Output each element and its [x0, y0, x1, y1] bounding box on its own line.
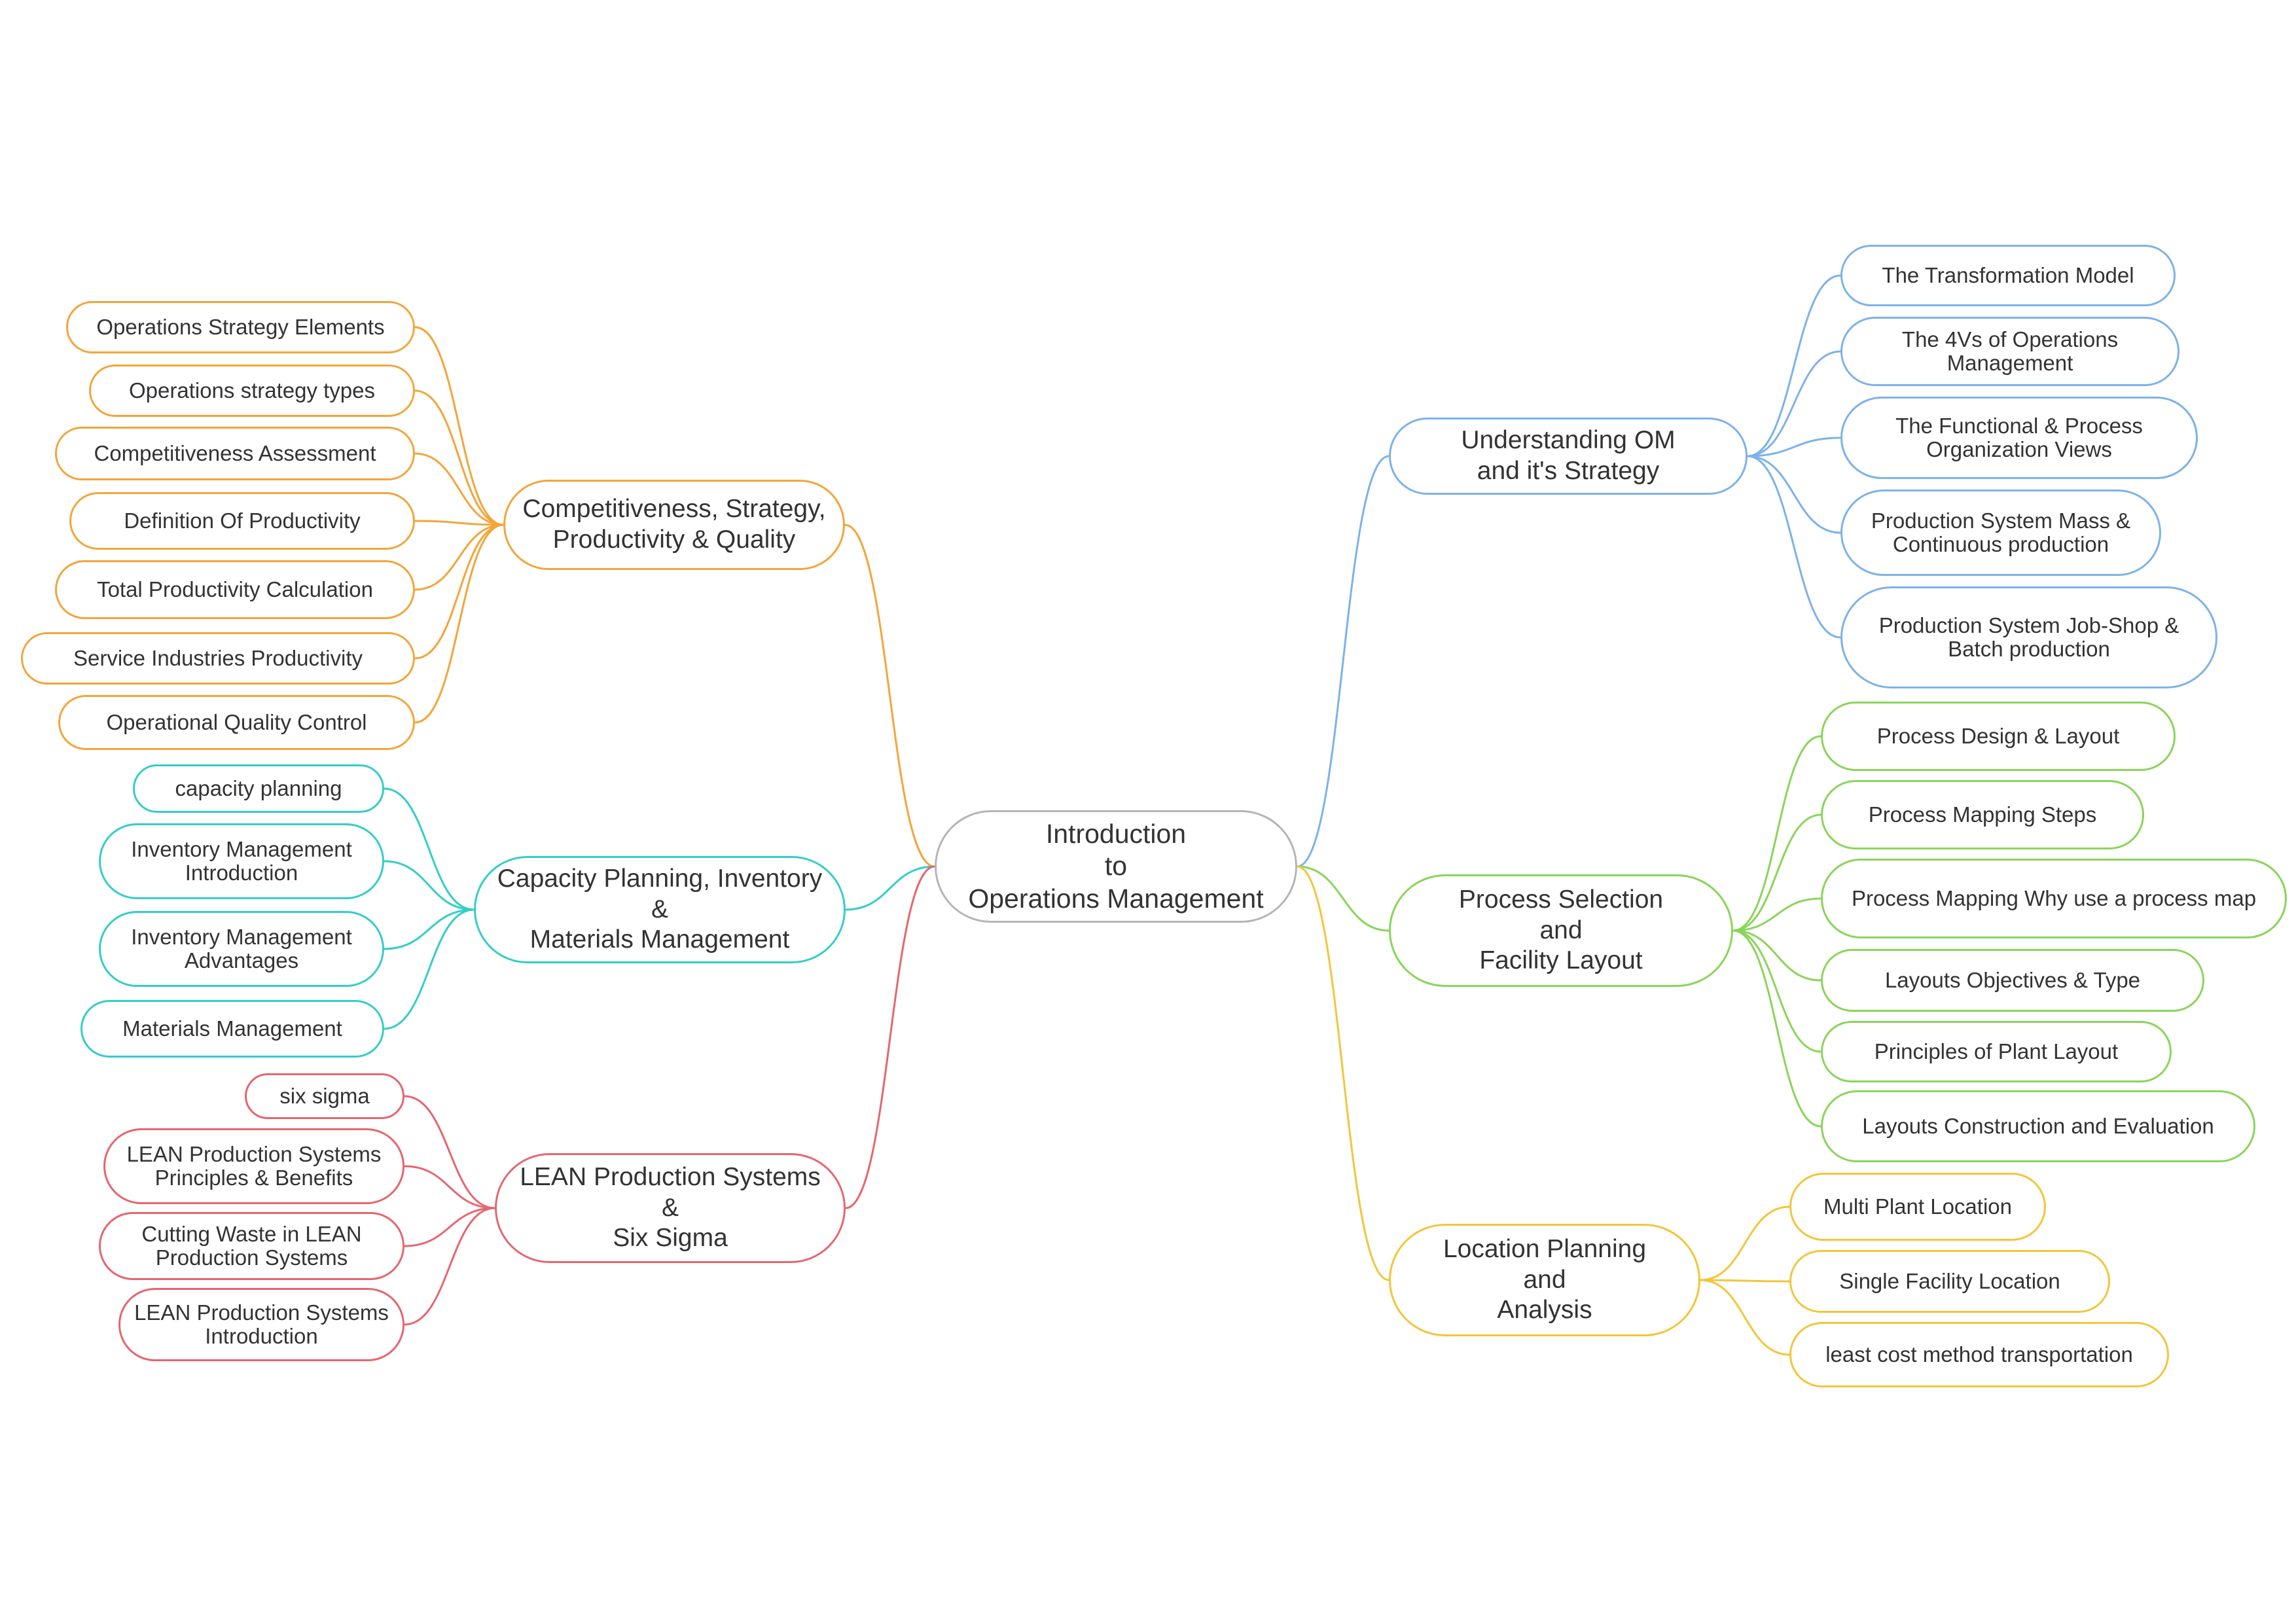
leaf-six-sigma[interactable]: six sigma	[245, 1073, 404, 1119]
leaf-mass-continuous-production[interactable]: Production System Mass & Continuous prod…	[1840, 490, 2161, 576]
leaf-materials-management[interactable]: Materials Management	[81, 1000, 384, 1058]
connector-location-0	[1700, 1205, 1790, 1281]
leaf-layouts-objectives-type[interactable]: Layouts Objectives & Type	[1821, 949, 2204, 1012]
leaf-operations-strategy-types[interactable]: Operations strategy types	[89, 365, 415, 417]
connector-location-1	[1700, 1279, 1790, 1283]
leaf-process-mapping-steps[interactable]: Process Mapping Steps	[1821, 780, 2144, 849]
leaf-inventory-management-introduction[interactable]: Inventory Management Introduction	[99, 823, 384, 899]
connector-strategy-0	[414, 326, 504, 526]
leaf-cutting-waste-lean[interactable]: Cutting Waste in LEAN Production Systems	[99, 1212, 404, 1280]
connector-strategy-5	[414, 524, 504, 660]
connector-understanding-4	[1747, 455, 1841, 639]
leaf-capacity-planning[interactable]: capacity planning	[133, 764, 384, 813]
leaf-least-cost-transportation[interactable]: least cost method transportation	[1789, 1322, 2169, 1387]
connector-central-understanding	[1297, 455, 1390, 868]
connector-central-process	[1297, 865, 1390, 932]
leaf-jobshop-batch-production[interactable]: Production System Job-Shop & Batch produ…	[1840, 586, 2217, 688]
leaf-principles-plant-layout[interactable]: Principles of Plant Layout	[1821, 1021, 2172, 1082]
connector-capacity-2	[384, 908, 475, 950]
connector-process-0	[1732, 735, 1821, 932]
connector-capacity-1	[384, 860, 475, 911]
leaf-multi-plant-location[interactable]: Multi Plant Location	[1789, 1173, 2046, 1241]
connector-lean-1	[404, 1165, 495, 1209]
connector-understanding-2	[1747, 437, 1841, 457]
branch-capacity[interactable]: Capacity Planning, Inventory & Materials…	[474, 856, 846, 963]
connector-capacity-0	[384, 787, 475, 911]
connector-central-lean	[845, 865, 935, 1209]
connector-central-strategy	[844, 524, 935, 868]
leaf-process-mapping-why[interactable]: Process Mapping Why use a process map	[1821, 859, 2287, 938]
leaf-single-facility-location[interactable]: Single Facility Location	[1789, 1250, 2110, 1313]
leaf-lean-introduction[interactable]: LEAN Production Systems Introduction	[118, 1288, 404, 1361]
connector-process-3	[1732, 929, 1821, 982]
connector-strategy-2	[414, 452, 504, 526]
connector-capacity-3	[384, 908, 475, 1030]
connector-process-4	[1732, 929, 1821, 1053]
connector-process-5	[1732, 929, 1821, 1128]
connector-strategy-1	[414, 389, 504, 526]
branch-location[interactable]: Location Planning and Analysis	[1389, 1224, 1700, 1336]
leaf-layouts-construction-evaluation[interactable]: Layouts Construction and Evaluation	[1821, 1090, 2255, 1162]
connector-understanding-1	[1747, 350, 1841, 457]
connector-strategy-3	[414, 520, 504, 526]
connector-central-capacity	[845, 865, 935, 911]
leaf-competitiveness-assessment[interactable]: Competitiveness Assessment	[55, 427, 415, 480]
leaf-operational-quality-control[interactable]: Operational Quality Control	[58, 695, 415, 750]
connector-understanding-3	[1747, 455, 1841, 534]
connector-understanding-0	[1747, 274, 1841, 457]
connector-process-2	[1732, 897, 1821, 932]
leaf-operations-strategy-elements[interactable]: Operations Strategy Elements	[66, 301, 415, 353]
leaf-total-productivity-calculation[interactable]: Total Productivity Calculation	[55, 560, 415, 619]
branch-understanding[interactable]: Understanding OM and it's Strategy	[1389, 418, 1748, 495]
leaf-transformation-model[interactable]: The Transformation Model	[1840, 245, 2176, 306]
connector-strategy-6	[414, 524, 504, 724]
leaf-process-design-layout[interactable]: Process Design & Layout	[1821, 702, 2176, 771]
leaf-inventory-management-advantages[interactable]: Inventory Management Advantages	[99, 911, 384, 987]
leaf-functional-process-views[interactable]: The Functional & Process Organization Vi…	[1840, 397, 2198, 479]
connector-central-location	[1297, 865, 1390, 1281]
leaf-4vs-operations-management[interactable]: The 4Vs of Operations Management	[1840, 317, 2179, 386]
central-topic[interactable]: Introduction to Operations Management	[935, 810, 1297, 923]
connector-strategy-4	[414, 524, 504, 591]
connector-lean-2	[404, 1207, 495, 1247]
leaf-definition-of-productivity[interactable]: Definition Of Productivity	[69, 492, 415, 550]
connector-location-2	[1700, 1279, 1790, 1356]
branch-lean[interactable]: LEAN Production Systems & Six Sigma	[495, 1153, 846, 1263]
leaf-lean-principles-benefits[interactable]: LEAN Production Systems Principles & Ben…	[103, 1128, 404, 1204]
connector-lean-0	[404, 1095, 495, 1209]
connector-process-1	[1732, 813, 1821, 932]
branch-process[interactable]: Process Selection and Facility Layout	[1389, 874, 1733, 987]
branch-strategy[interactable]: Competitiveness, Strategy, Productivity …	[503, 480, 845, 570]
connector-lean-3	[404, 1207, 495, 1326]
leaf-service-industries-productivity[interactable]: Service Industries Productivity	[21, 632, 415, 685]
